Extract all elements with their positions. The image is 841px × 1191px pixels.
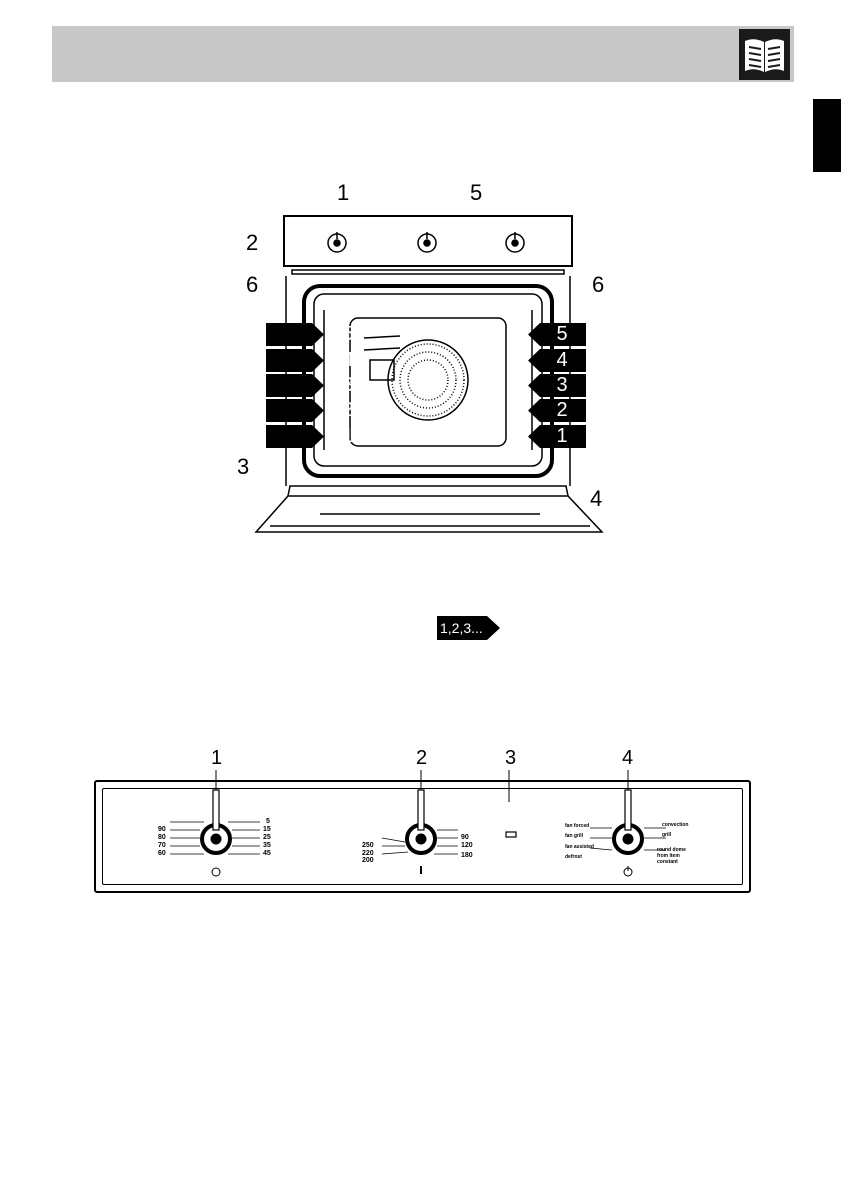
shelf-level-right-2: 2	[526, 399, 586, 422]
temp-mark-right-2: 120	[461, 842, 473, 850]
timer-mark-left-2: 80	[158, 834, 166, 842]
timer-mark-right-2: 15	[263, 826, 271, 834]
function-label-1: fan forced	[565, 822, 589, 830]
language-tab	[813, 99, 841, 172]
timer-mark-left-4: 60	[158, 850, 166, 858]
callout-temperature-knob: 2	[416, 748, 427, 768]
callout-timer-knob: 1	[211, 748, 222, 768]
function-label-3: fan assisted	[565, 843, 594, 851]
temp-mark-left-1: 250	[362, 842, 374, 850]
shelf-level-left-5: 5	[266, 323, 326, 346]
timer-mark-right-3: 25	[263, 834, 271, 842]
sequence-arrow-badge: 1,2,3...	[437, 616, 501, 640]
callout-door: 4	[590, 488, 602, 510]
callout-seal: 3	[237, 456, 249, 478]
book-icon	[739, 29, 790, 80]
shelf-level-right-3: 3	[526, 374, 586, 397]
function-label-5: convection	[662, 821, 688, 829]
shelf-level-right-4: 4	[526, 349, 586, 372]
function-label-6: grill	[662, 831, 671, 839]
function-label-9: constant	[657, 858, 678, 866]
timer-mark-left-3: 70	[158, 842, 166, 850]
timer-mark-right-5: 45	[263, 850, 271, 858]
callout-lamp: 2	[246, 232, 258, 254]
shelf-level-right-1: 1	[526, 425, 586, 448]
callout-side-rack-right: 6	[592, 274, 604, 296]
shelf-level-left-4: 4	[266, 349, 326, 372]
shelf-level-right-5: 5	[526, 323, 586, 346]
timer-mark-right-1: 5	[266, 818, 270, 826]
callout-side-rack-left: 6	[246, 274, 258, 296]
shelf-level-left-3: 3	[266, 374, 326, 397]
panel-knobs-drawing	[94, 770, 751, 880]
temp-mark-right-3: 180	[461, 852, 473, 860]
section-header-bar	[52, 26, 794, 82]
function-label-2: fan grill	[565, 832, 583, 840]
shelf-level-left-2: 2	[266, 399, 326, 422]
callout-fan: 5	[470, 182, 482, 204]
function-label-4: defrost	[565, 853, 582, 861]
shelf-level-left-1: 1	[266, 425, 326, 448]
temp-mark-left-3: 200	[362, 857, 374, 865]
timer-mark-left-1: 90	[158, 826, 166, 834]
callout-indicator-light: 3	[505, 748, 516, 768]
callout-function-knob: 4	[622, 748, 633, 768]
temp-mark-right-1: 90	[461, 834, 469, 842]
timer-mark-right-4: 35	[263, 842, 271, 850]
callout-control-panel: 1	[337, 182, 349, 204]
